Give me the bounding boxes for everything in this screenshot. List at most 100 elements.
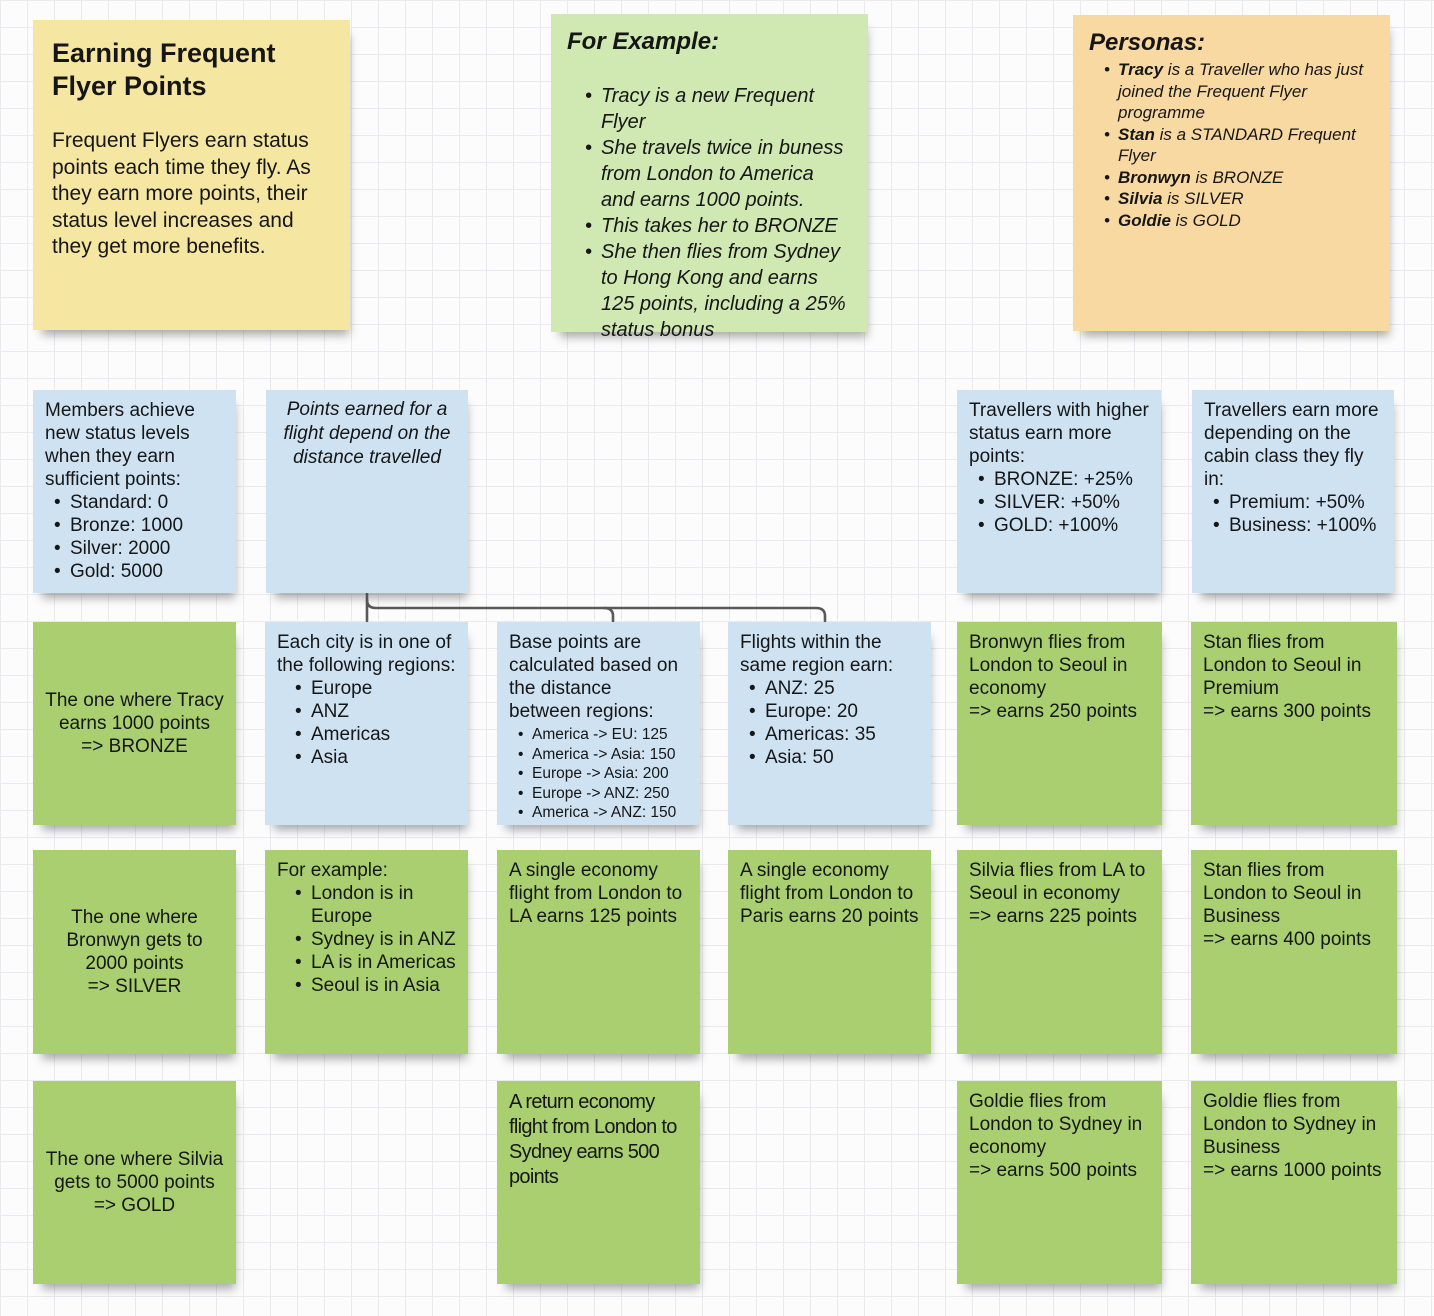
note-story-silvia-gold[interactable]: The one where Silvia gets to 5000 points… — [33, 1081, 236, 1284]
note-text: Goldie flies from London to Sydney in Bu… — [1203, 1091, 1377, 1158]
note-story-bronwyn-silver[interactable]: The one where Bronwyn gets to 2000 point… — [33, 850, 236, 1054]
bullet-list: Tracy is a new Frequent Flyer She travel… — [567, 83, 852, 343]
note-result: => SILVER — [87, 976, 182, 997]
note-text: Points earned for a flight depend on the… — [283, 399, 451, 468]
note-text: A return economy flight from London to S… — [509, 1091, 677, 1188]
bullet-item: SILVER: +50% — [969, 491, 1149, 514]
bullet-list: London is in Europe Sydney is in ANZ LA … — [277, 882, 456, 997]
bullet-item: This takes her to BRONZE — [567, 213, 852, 239]
note-text: The one where Silvia gets to 5000 points — [45, 1149, 224, 1193]
note-story-tracy-bronze[interactable]: The one where Tracy earns 1000 points =>… — [33, 622, 236, 825]
note-text: Stan flies from London to Seoul in Busin… — [1203, 860, 1362, 927]
note-title: For Example: — [567, 28, 720, 55]
note-stan-premium[interactable]: Stan flies from London to Seoul in Premi… — [1191, 622, 1397, 825]
bullet-item: Americas — [277, 723, 456, 746]
note-title: Earning Frequent Flyer Points — [52, 38, 276, 101]
note-result: => earns 400 points — [1203, 929, 1371, 950]
note-text: The one where Tracy earns 1000 points — [45, 690, 224, 734]
note-text: The one where Bronwyn gets to 2000 point… — [66, 907, 203, 974]
note-status-levels[interactable]: Members achieve new status levels when t… — [33, 390, 236, 593]
note-same-region-points[interactable]: Flights within the same region earn: ANZ… — [728, 622, 931, 825]
note-result: => GOLD — [93, 1195, 176, 1216]
bullet-item: Standard: 0 — [45, 491, 224, 514]
note-cabin-bonus[interactable]: Travellers earn more depending on the ca… — [1192, 390, 1394, 593]
note-result: => earns 250 points — [969, 701, 1137, 722]
note-result: => earns 1000 points — [1203, 1160, 1382, 1181]
note-bronwyn-economy[interactable]: Bronwyn flies from London to Seoul in ec… — [957, 622, 1162, 825]
note-text: Silvia flies from LA to Seoul in economy — [969, 860, 1146, 904]
note-text: Flights within the same region earn: — [740, 632, 894, 676]
note-regions[interactable]: Each city is in one of the following reg… — [265, 622, 468, 825]
note-text: A single economy flight from London to P… — [740, 860, 919, 927]
bullet-item: Silvia is SILVER — [1089, 188, 1374, 210]
bullet-item: ANZ: 25 — [740, 677, 919, 700]
bullet-item: America -> Asia: 150 — [509, 745, 688, 765]
bullet-item: Goldie is GOLD — [1089, 210, 1374, 232]
note-text: Travellers earn more depending on the ca… — [1204, 400, 1379, 490]
bullet-item: She then flies from Sydney to Hong Kong … — [567, 239, 852, 343]
bullet-item: London is in Europe — [277, 882, 456, 928]
note-london-la[interactable]: A single economy flight from London to L… — [497, 850, 700, 1054]
note-for-example[interactable]: For Example: Tracy is a new Frequent Fly… — [551, 14, 868, 341]
note-result: => earns 300 points — [1203, 701, 1371, 722]
bullet-item: Tracy is a new Frequent Flyer — [567, 83, 852, 135]
note-text: Members achieve new status levels when t… — [45, 400, 195, 490]
note-text: A single economy flight from London to L… — [509, 860, 683, 927]
bullet-item: Premium: +50% — [1204, 491, 1382, 514]
note-result: => earns 500 points — [969, 1160, 1137, 1181]
note-text: Each city is in one of the following reg… — [277, 632, 456, 676]
note-text: Travellers with higher status earn more … — [969, 400, 1149, 467]
note-text: For example: — [277, 860, 388, 881]
bullet-item: Asia: 50 — [740, 746, 919, 769]
bullet-list: ANZ: 25 Europe: 20 Americas: 35 Asia: 50 — [740, 677, 919, 769]
bullet-item: America -> ANZ: 150 — [509, 803, 688, 823]
note-intro[interactable]: Earning Frequent Flyer Points Frequent F… — [33, 20, 350, 330]
note-result: => BRONZE — [81, 736, 188, 757]
bullet-item: Gold: 5000 — [45, 560, 224, 583]
note-text: Goldie flies from London to Sydney in ec… — [969, 1091, 1143, 1158]
bullet-item: Europe -> ANZ: 250 — [509, 784, 688, 804]
bullet-item: Silver: 2000 — [45, 537, 224, 560]
bullet-item: Europe — [277, 677, 456, 700]
note-text: Stan flies from London to Seoul in Premi… — [1203, 632, 1362, 699]
bullet-item: Europe: 20 — [740, 700, 919, 723]
note-goldie-business[interactable]: Goldie flies from London to Sydney in Bu… — [1191, 1081, 1397, 1284]
note-body: Frequent Flyers earn status points each … — [52, 129, 311, 258]
note-text: Base points are calculated based on the … — [509, 632, 679, 722]
bullet-item: Stan is a STANDARD Frequent Flyer — [1089, 124, 1374, 167]
note-goldie-economy[interactable]: Goldie flies from London to Sydney in ec… — [957, 1081, 1162, 1284]
bullet-list: Premium: +50% Business: +100% — [1204, 491, 1382, 537]
bullet-list: Europe ANZ Americas Asia — [277, 677, 456, 769]
note-personas[interactable]: Personas: Tracy is a Traveller who has j… — [1073, 15, 1390, 331]
bullet-item: She travels twice in buness from London … — [567, 135, 852, 213]
bullet-list: BRONZE: +25% SILVER: +50% GOLD: +100% — [969, 468, 1149, 537]
bullet-item: America -> EU: 125 — [509, 725, 688, 745]
bullet-item: GOLD: +100% — [969, 514, 1149, 537]
bullet-list: America -> EU: 125 America -> Asia: 150 … — [509, 725, 688, 823]
bullet-item: Americas: 35 — [740, 723, 919, 746]
bullet-item: Seoul is in Asia — [277, 974, 456, 997]
note-distance-principle[interactable]: Points earned for a flight depend on the… — [266, 390, 468, 593]
bullet-item: Bronze: 1000 — [45, 514, 224, 537]
bullet-item: Bronwyn is BRONZE — [1089, 167, 1374, 189]
bullet-item: Business: +100% — [1204, 514, 1382, 537]
note-london-paris[interactable]: A single economy flight from London to P… — [728, 850, 931, 1054]
note-status-bonus[interactable]: Travellers with higher status earn more … — [957, 390, 1161, 593]
note-result: => earns 225 points — [969, 906, 1137, 927]
bullet-item: Tracy is a Traveller who has just joined… — [1089, 59, 1374, 124]
bullet-item: Asia — [277, 746, 456, 769]
bullet-item: ANZ — [277, 700, 456, 723]
note-base-points[interactable]: Base points are calculated based on the … — [497, 622, 700, 825]
note-text: Bronwyn flies from London to Seoul in ec… — [969, 632, 1128, 699]
note-return-london-sydney[interactable]: A return economy flight from London to S… — [497, 1081, 700, 1284]
note-stan-business[interactable]: Stan flies from London to Seoul in Busin… — [1191, 850, 1397, 1054]
bullet-item: Europe -> Asia: 200 — [509, 764, 688, 784]
note-title: Personas: — [1089, 29, 1206, 56]
note-silvia-economy[interactable]: Silvia flies from LA to Seoul in economy… — [957, 850, 1162, 1054]
note-city-examples[interactable]: For example: London is in Europe Sydney … — [265, 850, 468, 1054]
bullet-item: BRONZE: +25% — [969, 468, 1149, 491]
bullet-list: Tracy is a Traveller who has just joined… — [1089, 59, 1374, 231]
bullet-list: Standard: 0 Bronze: 1000 Silver: 2000 Go… — [45, 491, 224, 583]
bullet-item: Sydney is in ANZ — [277, 928, 456, 951]
